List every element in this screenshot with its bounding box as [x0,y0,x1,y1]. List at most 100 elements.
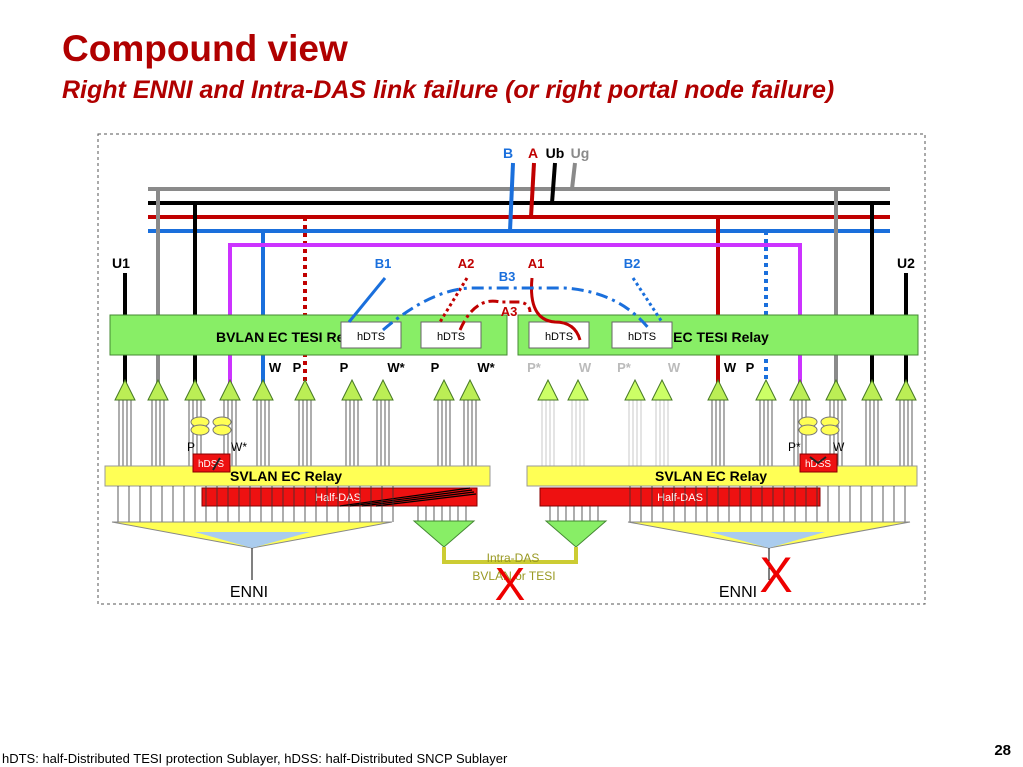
port-label: P [340,360,349,375]
port-triangle [219,378,241,401]
b2-label: B2 [624,256,641,271]
hdss-right-p-label: P* [788,440,801,454]
port-triangle [537,378,559,401]
bus-label-ub: Ub [546,145,565,161]
hdts-boxes: hDTS hDTS hDTS hDTS [340,321,673,349]
bvlan-relay-left-label: BVLAN EC TESI Relay [216,329,364,345]
svlan-relay-right-label: SVLAN EC Relay [655,468,767,484]
intra-das-left-triangle [412,520,476,548]
half-das-right-label: Half-DAS [657,492,703,504]
hdts-box [340,321,402,349]
hdts-label: hDTS [628,331,656,343]
intra-das-link [442,547,578,564]
slide-subtitle: Right ENNI and Intra-DAS link failure (o… [62,76,835,104]
port-label: P* [527,360,542,375]
port-triangle [341,378,363,401]
hdts-label: hDTS [545,331,573,343]
port-label: W [668,360,681,375]
footnote: hDTS: half-Distributed TESI protection S… [2,751,508,766]
port-triangle [895,378,917,401]
bus-label-b: B [503,145,513,161]
page-number: 28 [994,742,1011,759]
hdss-left-p-label: P [187,440,195,454]
enni-left-label: ENNI [230,584,268,601]
port-label: W* [387,360,405,375]
port-triangle [433,378,455,401]
port-triangle [755,378,777,401]
hdts-box [420,321,482,349]
diagram-frame [97,133,926,605]
port-label: P [746,360,755,375]
port-triangle [294,378,316,401]
intra-das-failure-mark: X [495,558,526,610]
port-triangles [114,378,917,401]
b3-path [382,286,652,332]
hdss-left-cross [212,457,221,471]
hdss-right-w-label: W [833,440,845,454]
a3-label: A3 [501,304,518,319]
half-das-left-cross-links [339,487,477,507]
port-triangle [184,378,206,401]
b3-label: B3 [499,269,516,284]
half-das-left-bar [201,487,478,507]
b1-path [347,277,387,323]
port-label: W [724,360,737,375]
a3-path [458,299,532,331]
enni-left-inner [195,532,310,548]
hdss-left-w-label: W* [231,440,247,454]
port-triangle [651,378,673,401]
port-triangle [825,378,847,401]
port-triangle [567,378,589,401]
port-triangle [147,378,169,401]
hdss-right-switch [809,456,827,465]
intra-das-right-triangle [544,520,608,548]
port-label: P [431,360,440,375]
port-triangle [789,378,811,401]
hdts-label: hDTS [437,331,465,343]
a2-label: A2 [458,256,475,271]
enni-links [117,486,906,522]
port-label: W* [477,360,495,375]
hdss-left-label: hDSS [198,459,224,470]
b2-path [631,277,664,323]
bus-label-a: A [528,145,538,161]
hdts-label: hDTS [357,331,385,343]
port-triangle [459,378,481,401]
port-triangle [114,378,136,401]
a1-path [529,277,582,341]
half-das-right-bar [539,487,821,507]
hdss-right-selector [798,416,840,436]
riser-ub [550,162,557,204]
port-label: W [269,360,282,375]
slide-title: Compound view [62,28,348,69]
intra-das-label-1: Intra-DAS [487,551,540,565]
port-triangle [707,378,729,401]
port-label: W [579,360,592,375]
u2-label: U2 [897,255,915,271]
enni-right-failure-mark: X [759,547,792,603]
a2-path [438,277,469,323]
a1-label: A1 [528,256,545,271]
port-label: P* [617,360,632,375]
riser-a [529,162,536,218]
svlan-relay-left-label: SVLAN EC Relay [230,468,342,484]
port-label: P [293,360,302,375]
enni-right-inner [710,532,825,548]
hdss-right-label: hDSS [805,459,831,470]
riser-ug [570,162,577,190]
port-triangle [624,378,646,401]
port-triangle [861,378,883,401]
intra-das-label-2: BVLAN or TESI [472,569,555,583]
port-triangle [252,378,274,401]
enni-right-label: ENNI [719,584,757,601]
riser-b [508,162,515,232]
bus-label-ug: Ug [571,145,590,161]
port-triangle [372,378,394,401]
hdts-box [611,321,673,349]
hdss-left-selector [190,416,232,436]
u1-label: U1 [112,255,130,271]
port-link-bundles [118,400,913,466]
b1-label: B1 [375,256,392,271]
